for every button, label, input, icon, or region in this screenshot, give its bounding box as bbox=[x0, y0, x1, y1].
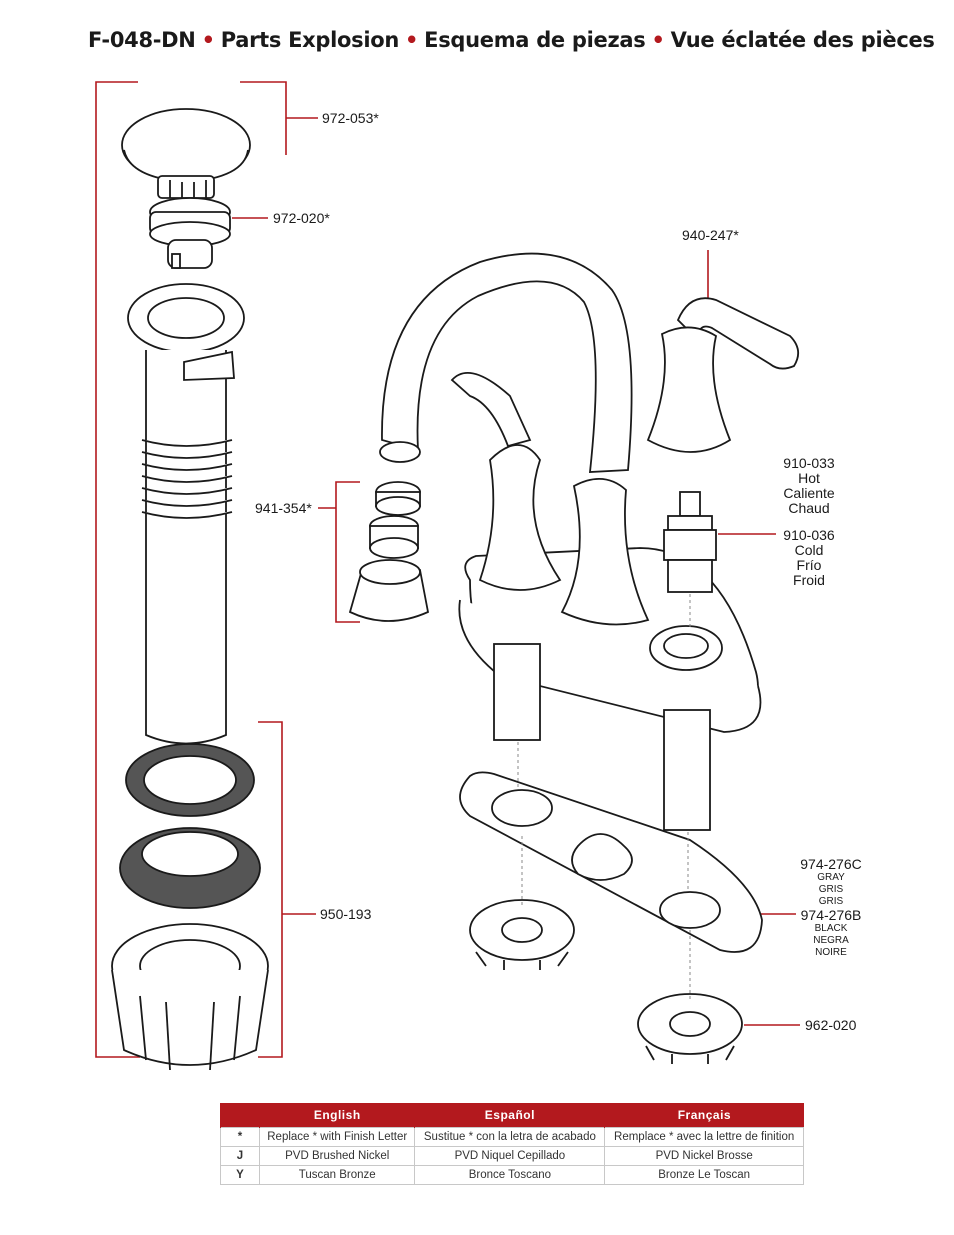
bracket-950-193 bbox=[258, 721, 283, 1058]
aerator-icon bbox=[348, 481, 430, 622]
label-941-354: 941-354* bbox=[255, 500, 312, 516]
cartridge-icon bbox=[663, 491, 717, 593]
shank-right-icon bbox=[663, 709, 711, 831]
spout-neck bbox=[450, 371, 532, 448]
title-french: Vue éclatée des pièces bbox=[670, 28, 935, 52]
label-910-036: 910-036 Cold Frío Froid bbox=[783, 527, 835, 588]
finish-code: Y bbox=[220, 1165, 260, 1185]
spout-body bbox=[560, 478, 650, 626]
table-row: * Replace * with Finish Letter Sustitue … bbox=[220, 1127, 804, 1147]
spout-tip bbox=[379, 441, 421, 463]
mounting-nut-left-icon bbox=[469, 899, 575, 970]
stopper-stem-icon bbox=[149, 197, 231, 269]
callout-lines bbox=[95, 81, 800, 1058]
bracket-972-053 bbox=[240, 81, 287, 155]
shank-left-icon bbox=[493, 643, 541, 741]
drain-gasket-icon bbox=[125, 743, 255, 817]
stopper-cap-icon bbox=[121, 108, 251, 200]
legend-header-french: Français bbox=[604, 1103, 804, 1128]
faucet-parts bbox=[348, 252, 800, 1064]
drain-assembly-bracket bbox=[95, 81, 140, 1058]
finish-legend-table: English Español Français * Replace * wit… bbox=[220, 1103, 804, 1185]
drain-nut-icon bbox=[111, 923, 269, 1071]
label-962-020: 962-020 bbox=[805, 1017, 857, 1033]
parts-diagram bbox=[95, 81, 800, 1071]
spout-icon bbox=[381, 252, 633, 473]
cone-washer-icon bbox=[119, 827, 261, 909]
legend-header-row: English Español Français bbox=[220, 1103, 804, 1128]
label-972-020: 972-020* bbox=[273, 210, 330, 226]
title-english: Parts Explosion bbox=[220, 28, 400, 52]
legend-header-spanish: Español bbox=[414, 1103, 605, 1128]
legend-header-english: English bbox=[258, 1103, 415, 1128]
guide-lines bbox=[517, 594, 691, 1000]
title-spanish: Esquema de piezas bbox=[424, 28, 646, 52]
drain-parts bbox=[111, 108, 269, 1071]
finish-code: J bbox=[220, 1146, 260, 1166]
finish-code: * bbox=[220, 1127, 260, 1147]
drain-body-icon bbox=[127, 283, 245, 745]
bracket-941-354 bbox=[335, 481, 360, 623]
label-950-193: 950-193 bbox=[320, 906, 372, 922]
label-940-247: 940-247* bbox=[682, 227, 739, 243]
lever-handle-icon bbox=[646, 297, 800, 453]
label-974-276B: 974-276B BLACK NEGRA NOIRE bbox=[800, 907, 862, 959]
label-910-033: 910-033 Hot Caliente Chaud bbox=[783, 455, 835, 516]
deck-plate-icon bbox=[459, 771, 763, 953]
label-974-276C: 974-276C GRAY GRIS GRIS bbox=[800, 856, 862, 908]
page-title: F-048-DN•Parts Explosion•Esquema de piez… bbox=[88, 28, 935, 52]
mounting-nut-right-icon bbox=[637, 993, 743, 1064]
model-number: F-048-DN bbox=[88, 28, 196, 52]
table-row: J PVD Brushed Nickel PVD Niquel Cepillad… bbox=[220, 1146, 804, 1166]
handle-body-left bbox=[478, 444, 562, 591]
label-972-053: 972-053* bbox=[322, 110, 379, 126]
table-row: Y Tuscan Bronze Bronce Toscano Bronze Le… bbox=[220, 1165, 804, 1185]
